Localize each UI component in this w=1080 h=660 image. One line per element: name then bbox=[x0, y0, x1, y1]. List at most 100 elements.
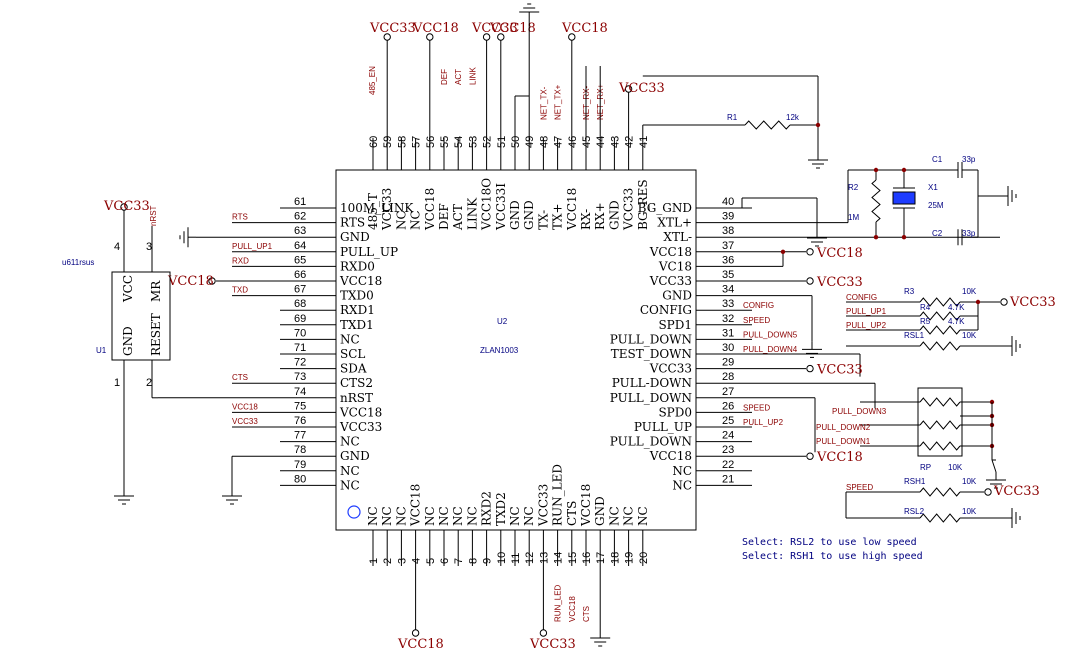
pin-label: NC bbox=[394, 506, 408, 526]
pin-number: 33 bbox=[722, 298, 734, 310]
pin-number: 19 bbox=[624, 552, 636, 564]
pin-number: 49 bbox=[524, 136, 536, 148]
vcc33-port-icon bbox=[624, 85, 633, 93]
pin-label: BG_GND bbox=[638, 201, 692, 215]
power-label: VCC18 bbox=[816, 246, 863, 261]
pin-label: nRST bbox=[340, 391, 373, 405]
pin-number: 45 bbox=[581, 136, 593, 148]
power-port-icon bbox=[806, 364, 814, 373]
junction-dot bbox=[975, 299, 981, 305]
pin-number: 66 bbox=[294, 269, 306, 281]
pin-number: 78 bbox=[294, 444, 306, 456]
net-label: CONFIG bbox=[846, 293, 877, 302]
pin-label: RUN_LED bbox=[551, 464, 565, 526]
pin-label: VCC18 bbox=[579, 484, 593, 527]
r2-ref: R2 bbox=[848, 183, 859, 192]
pin-label: TEST_DOWN bbox=[611, 347, 692, 361]
r3-ref: R3 bbox=[904, 287, 915, 296]
pin-number: 64 bbox=[294, 240, 306, 252]
power-label: VCC18 bbox=[397, 637, 444, 652]
pin-number: 3 bbox=[146, 241, 152, 253]
vcc18-port-icon bbox=[482, 33, 491, 41]
u2-ref: U2 bbox=[497, 317, 508, 326]
net-label: TXD bbox=[232, 286, 248, 295]
r1-ref: R1 bbox=[727, 113, 738, 122]
c2-ref: C2 bbox=[932, 229, 943, 238]
u2-value: ZLAN1003 bbox=[480, 346, 519, 355]
pin-number: 14 bbox=[553, 552, 565, 564]
pin-label: RX- bbox=[579, 209, 593, 230]
power-label: VCC33 bbox=[471, 21, 518, 36]
rsh1-resistor-icon bbox=[919, 487, 961, 497]
power-port-icon bbox=[806, 452, 814, 460]
pin-label: XTL+ bbox=[657, 216, 692, 230]
pin-number: 3 bbox=[396, 558, 408, 564]
net-label: ACT bbox=[454, 69, 463, 85]
power-port-icon bbox=[806, 248, 814, 256]
pin-label: 485_T bbox=[366, 193, 380, 230]
pin-label: NC bbox=[522, 506, 536, 526]
pin-number: 35 bbox=[722, 269, 734, 281]
pin-label: VCC33 bbox=[649, 362, 692, 376]
pin-label: NC bbox=[508, 506, 522, 526]
power-label: VCC33 bbox=[369, 21, 416, 36]
pin-label: PULL_DOWN bbox=[610, 332, 692, 346]
pin-number: 63 bbox=[294, 225, 306, 237]
pin-label: RXD2 bbox=[480, 491, 494, 526]
pin-number: 41 bbox=[638, 136, 650, 148]
pin-number: 37 bbox=[722, 240, 734, 252]
pin-number: 22 bbox=[722, 459, 734, 471]
pin-label: NC bbox=[636, 506, 650, 526]
rp-resistor-icon bbox=[919, 441, 961, 451]
pin-label: TX+ bbox=[551, 203, 565, 230]
pin-number: 76 bbox=[294, 415, 306, 427]
c1-value: 33p bbox=[962, 155, 976, 164]
x1-ref: X1 bbox=[928, 183, 938, 192]
pin-label: VCC33 bbox=[649, 274, 692, 288]
pin-number: 79 bbox=[294, 459, 306, 471]
pin-label: TXD1 bbox=[340, 318, 374, 332]
power-port-icon bbox=[1000, 298, 1008, 306]
u1-pin-mr: MR bbox=[149, 280, 163, 302]
junction-dot bbox=[873, 167, 879, 173]
pin-label: NC bbox=[451, 506, 465, 526]
net-label: SPEED bbox=[743, 403, 770, 412]
pin-number: 46 bbox=[567, 136, 579, 148]
pin-label: RXD1 bbox=[340, 303, 375, 317]
pin-number: 69 bbox=[294, 313, 306, 325]
power-label: VCC18 bbox=[561, 21, 608, 36]
r1-value: 12k bbox=[786, 113, 800, 122]
pin-number: 13 bbox=[538, 552, 550, 564]
pin-number: 57 bbox=[411, 136, 423, 148]
power-port-icon bbox=[120, 203, 128, 211]
net-label: CONFIG bbox=[743, 301, 774, 310]
pin-number: 55 bbox=[439, 136, 451, 148]
u2-body bbox=[335, 169, 697, 531]
pin-label: PULL_DOWN bbox=[610, 435, 692, 449]
pin-number: 71 bbox=[294, 342, 306, 354]
r2-resistor-icon bbox=[871, 179, 881, 223]
pin-number: 28 bbox=[722, 371, 734, 383]
power-label: VCC18 bbox=[816, 450, 863, 465]
junction-dot bbox=[780, 249, 786, 254]
pin-label: GND bbox=[522, 200, 536, 230]
pin-number: 53 bbox=[467, 136, 479, 148]
net-label: VCC18 bbox=[232, 402, 258, 411]
pin-number: 68 bbox=[294, 298, 306, 310]
c2-value: 33p bbox=[962, 229, 976, 238]
pin-label: VCC18 bbox=[339, 405, 382, 419]
pin-label: SCL bbox=[340, 347, 365, 361]
pin-label: NC bbox=[607, 506, 621, 526]
pin-number: 61 bbox=[294, 196, 306, 208]
pin-number: 72 bbox=[294, 357, 306, 369]
pin1-marker-icon bbox=[347, 505, 361, 519]
pin-label: LINK bbox=[465, 197, 479, 230]
power-label: VCC33 bbox=[816, 275, 863, 290]
pin-number: 32 bbox=[722, 313, 734, 325]
pin-number: 8 bbox=[467, 558, 479, 564]
junction-dot bbox=[901, 235, 907, 240]
vcc33-port-icon bbox=[383, 33, 391, 41]
pin-number: 29 bbox=[722, 357, 734, 369]
rp-value: 10K bbox=[948, 463, 963, 472]
pin-label: NC bbox=[672, 478, 692, 492]
